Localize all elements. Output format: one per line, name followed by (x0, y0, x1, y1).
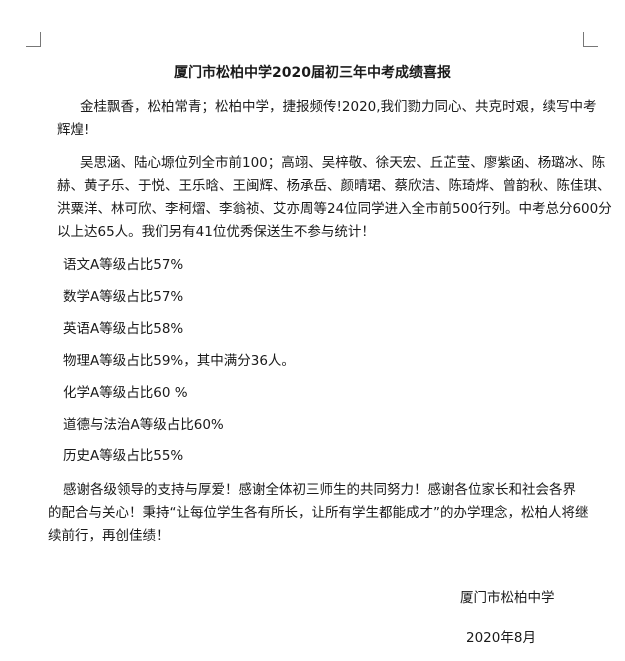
intro-line: 辉煌! (57, 122, 90, 138)
subject-chemistry: 化学A等级占比60 % (63, 385, 188, 401)
subject-physics: 物理A等级占比59%，其中满分36人。 (63, 353, 295, 369)
date: 2020年8月 (466, 630, 536, 646)
subject-chinese: 语文A等级占比57% (63, 257, 184, 273)
thanks-line: 的配合与关心！秉持“让每位学生各有所长，让所有学生都能成才”的办学理念，松柏人将… (48, 505, 589, 521)
subject-math: 数学A等级占比57% (63, 289, 184, 305)
subject-english: 英语A等级占比58% (63, 321, 184, 337)
students-line: 洪粟洋、林可欣、李柯熠、李翁祯、艾亦周等24位同学进入全市前500行列。中考总分… (57, 201, 612, 217)
crop-mark-top-right (583, 32, 598, 47)
document-title: 厦门市松柏中学2020届初三年中考成绩喜报 (174, 65, 451, 81)
intro-line: 金桂飘香，松柏常青；松柏中学，捷报频传!2020,我们勠力同心、共克时艰，续写中… (80, 99, 597, 115)
students-line: 以上达65人。我们另有41位优秀保送生不参与统计！ (57, 224, 375, 240)
crop-mark-top-left (26, 32, 41, 47)
students-line: 吴思涵、陆心塬位列全市前100；高翊、吴梓敬、徐天宏、丘芷莹、廖紫函、杨璐冰、陈 (80, 155, 606, 171)
subject-history: 历史A等级占比55% (63, 448, 184, 464)
subject-morality-law: 道德与法治A等级占比60% (63, 417, 224, 433)
students-line: 赫、黄子乐、于悦、王乐晗、王闽辉、杨承岳、颜晴珺、蔡欣洁、陈琦烨、曾韵秋、陈佳琪… (57, 178, 611, 194)
signature: 厦门市松柏中学 (460, 590, 555, 606)
thanks-line: 感谢各级领导的支持与厚爱！感谢全体初三师生的共同努力！感谢各位家长和社会各界 (63, 482, 576, 498)
thanks-line: 续前行，再创佳绩！ (48, 528, 170, 544)
